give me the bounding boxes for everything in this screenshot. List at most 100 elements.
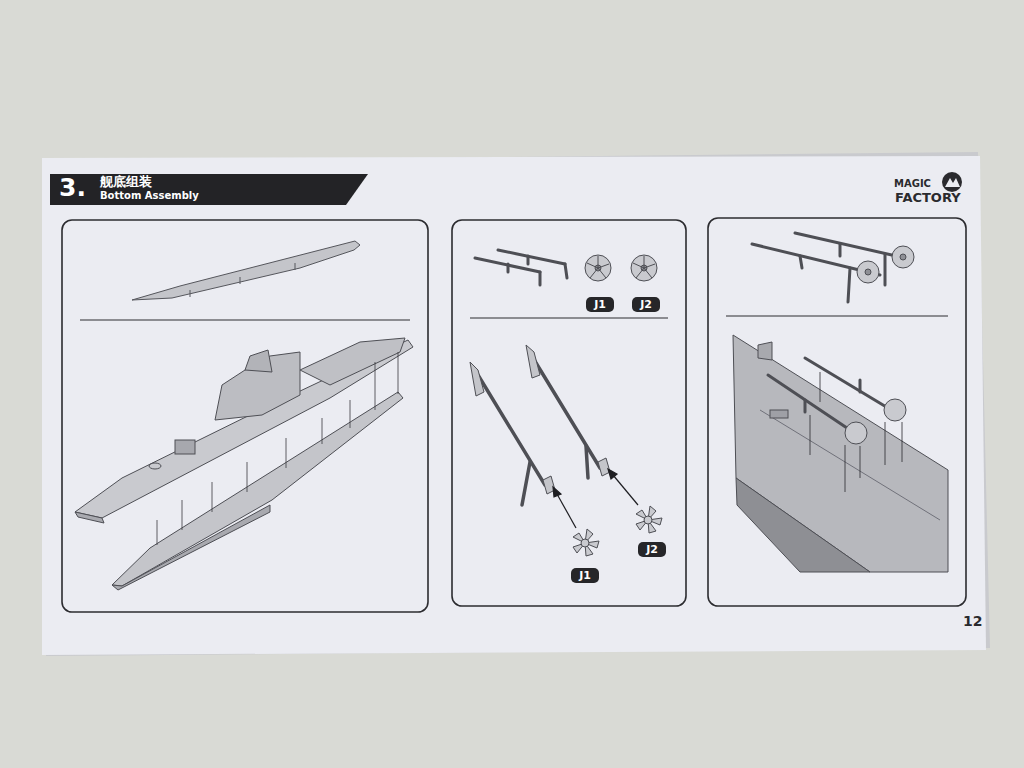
logo-icon	[945, 178, 960, 187]
assembly-line	[902, 422, 903, 462]
leader-arrow	[557, 494, 576, 528]
paper-sheet	[42, 152, 990, 656]
shaft-part	[768, 358, 888, 430]
shaft-part	[884, 254, 887, 285]
logo-icon	[942, 172, 962, 192]
step-title: 舰底组装	[100, 175, 152, 189]
shaft-part	[565, 264, 567, 278]
ship-lower	[112, 392, 403, 590]
hull-bottom	[770, 410, 788, 418]
assembly-line	[398, 352, 399, 394]
hull-bottom	[733, 335, 948, 572]
brand-name: MAGIC	[894, 178, 931, 189]
panel-frame	[452, 220, 686, 606]
part-number: J2	[637, 298, 655, 311]
part-number: J1	[591, 298, 609, 311]
propeller	[892, 246, 914, 268]
step-header: 3. 舰底组装Bottom Assembly	[50, 174, 368, 205]
part-number: J2	[643, 543, 661, 556]
assembly-line	[286, 438, 287, 468]
shaft-part	[498, 250, 565, 264]
page-number: 12	[963, 613, 982, 629]
hull-part	[295, 263, 296, 270]
shaft-part	[859, 380, 862, 392]
propeller	[900, 254, 906, 260]
propeller	[884, 399, 906, 421]
shaft-part	[478, 375, 545, 485]
ship-upper	[75, 512, 104, 523]
hull-part	[132, 241, 360, 300]
propeller	[633, 256, 655, 278]
panel-frame	[62, 220, 428, 612]
part-tag: J1	[586, 297, 614, 312]
assembly-line	[820, 372, 821, 402]
assembly-line	[375, 362, 376, 410]
ship-upper	[245, 350, 272, 372]
ship-lower	[112, 505, 270, 590]
header-band	[50, 174, 368, 205]
shaft-part	[522, 462, 530, 505]
panel-frame	[708, 218, 966, 606]
propeller	[581, 539, 589, 547]
shaft-part	[848, 268, 850, 302]
assembly-line	[157, 352, 398, 545]
shaft-part	[795, 233, 905, 258]
logo-icon	[942, 172, 962, 192]
assembly-line	[810, 415, 811, 455]
leader-arrow	[608, 469, 617, 479]
shaft-part	[478, 358, 600, 505]
propeller	[845, 422, 867, 444]
hull-bottom	[758, 342, 772, 360]
leader-arrow	[553, 469, 638, 528]
shaft-part	[527, 256, 530, 264]
assembly-line	[845, 445, 846, 492]
propeller	[573, 506, 662, 556]
panel-frame	[726, 316, 948, 317]
part-tag: J1	[571, 568, 599, 583]
shaft-part	[475, 250, 567, 285]
assembly-line	[247, 462, 248, 492]
ship-upper	[300, 338, 405, 385]
part-tag: J2	[632, 297, 660, 312]
shaft-tip	[470, 362, 484, 396]
step-subtitle: Bottom Assembly	[100, 190, 199, 201]
shaft-part	[804, 400, 807, 412]
shaft-part	[752, 233, 905, 302]
assembly-line	[350, 400, 351, 428]
assembly-line	[885, 422, 886, 465]
propeller	[845, 399, 906, 444]
shaft-tip	[598, 458, 610, 476]
part-number: J1	[576, 569, 594, 582]
assembly-line	[810, 372, 902, 492]
assembly-line	[182, 500, 183, 530]
ship-lower	[112, 392, 403, 586]
leader-arrow	[553, 487, 561, 497]
shaft-part	[586, 446, 588, 478]
leader-arrow	[613, 475, 638, 505]
assembly-line	[860, 446, 861, 478]
propeller	[644, 516, 652, 524]
hull-bottom	[733, 335, 948, 572]
propeller	[857, 246, 914, 283]
shaft-part	[539, 272, 542, 285]
hull-part	[190, 290, 191, 297]
assembly-line	[157, 520, 158, 545]
panel-frame	[470, 318, 668, 319]
propeller	[585, 255, 611, 281]
propeller	[636, 506, 662, 533]
shaft-part	[800, 256, 802, 268]
shaft-tip	[470, 345, 610, 494]
propeller	[857, 261, 879, 283]
propeller	[573, 529, 599, 556]
step-number: 3.	[59, 174, 86, 202]
brand-name: FACTORY	[895, 190, 961, 205]
shaft-part	[839, 244, 842, 256]
part-tag: J2	[638, 542, 666, 557]
shaft-part	[533, 358, 600, 468]
assembly-line	[322, 418, 323, 444]
shaft-part	[768, 375, 850, 430]
hull-part	[240, 277, 241, 284]
hull-bottom	[736, 478, 870, 572]
